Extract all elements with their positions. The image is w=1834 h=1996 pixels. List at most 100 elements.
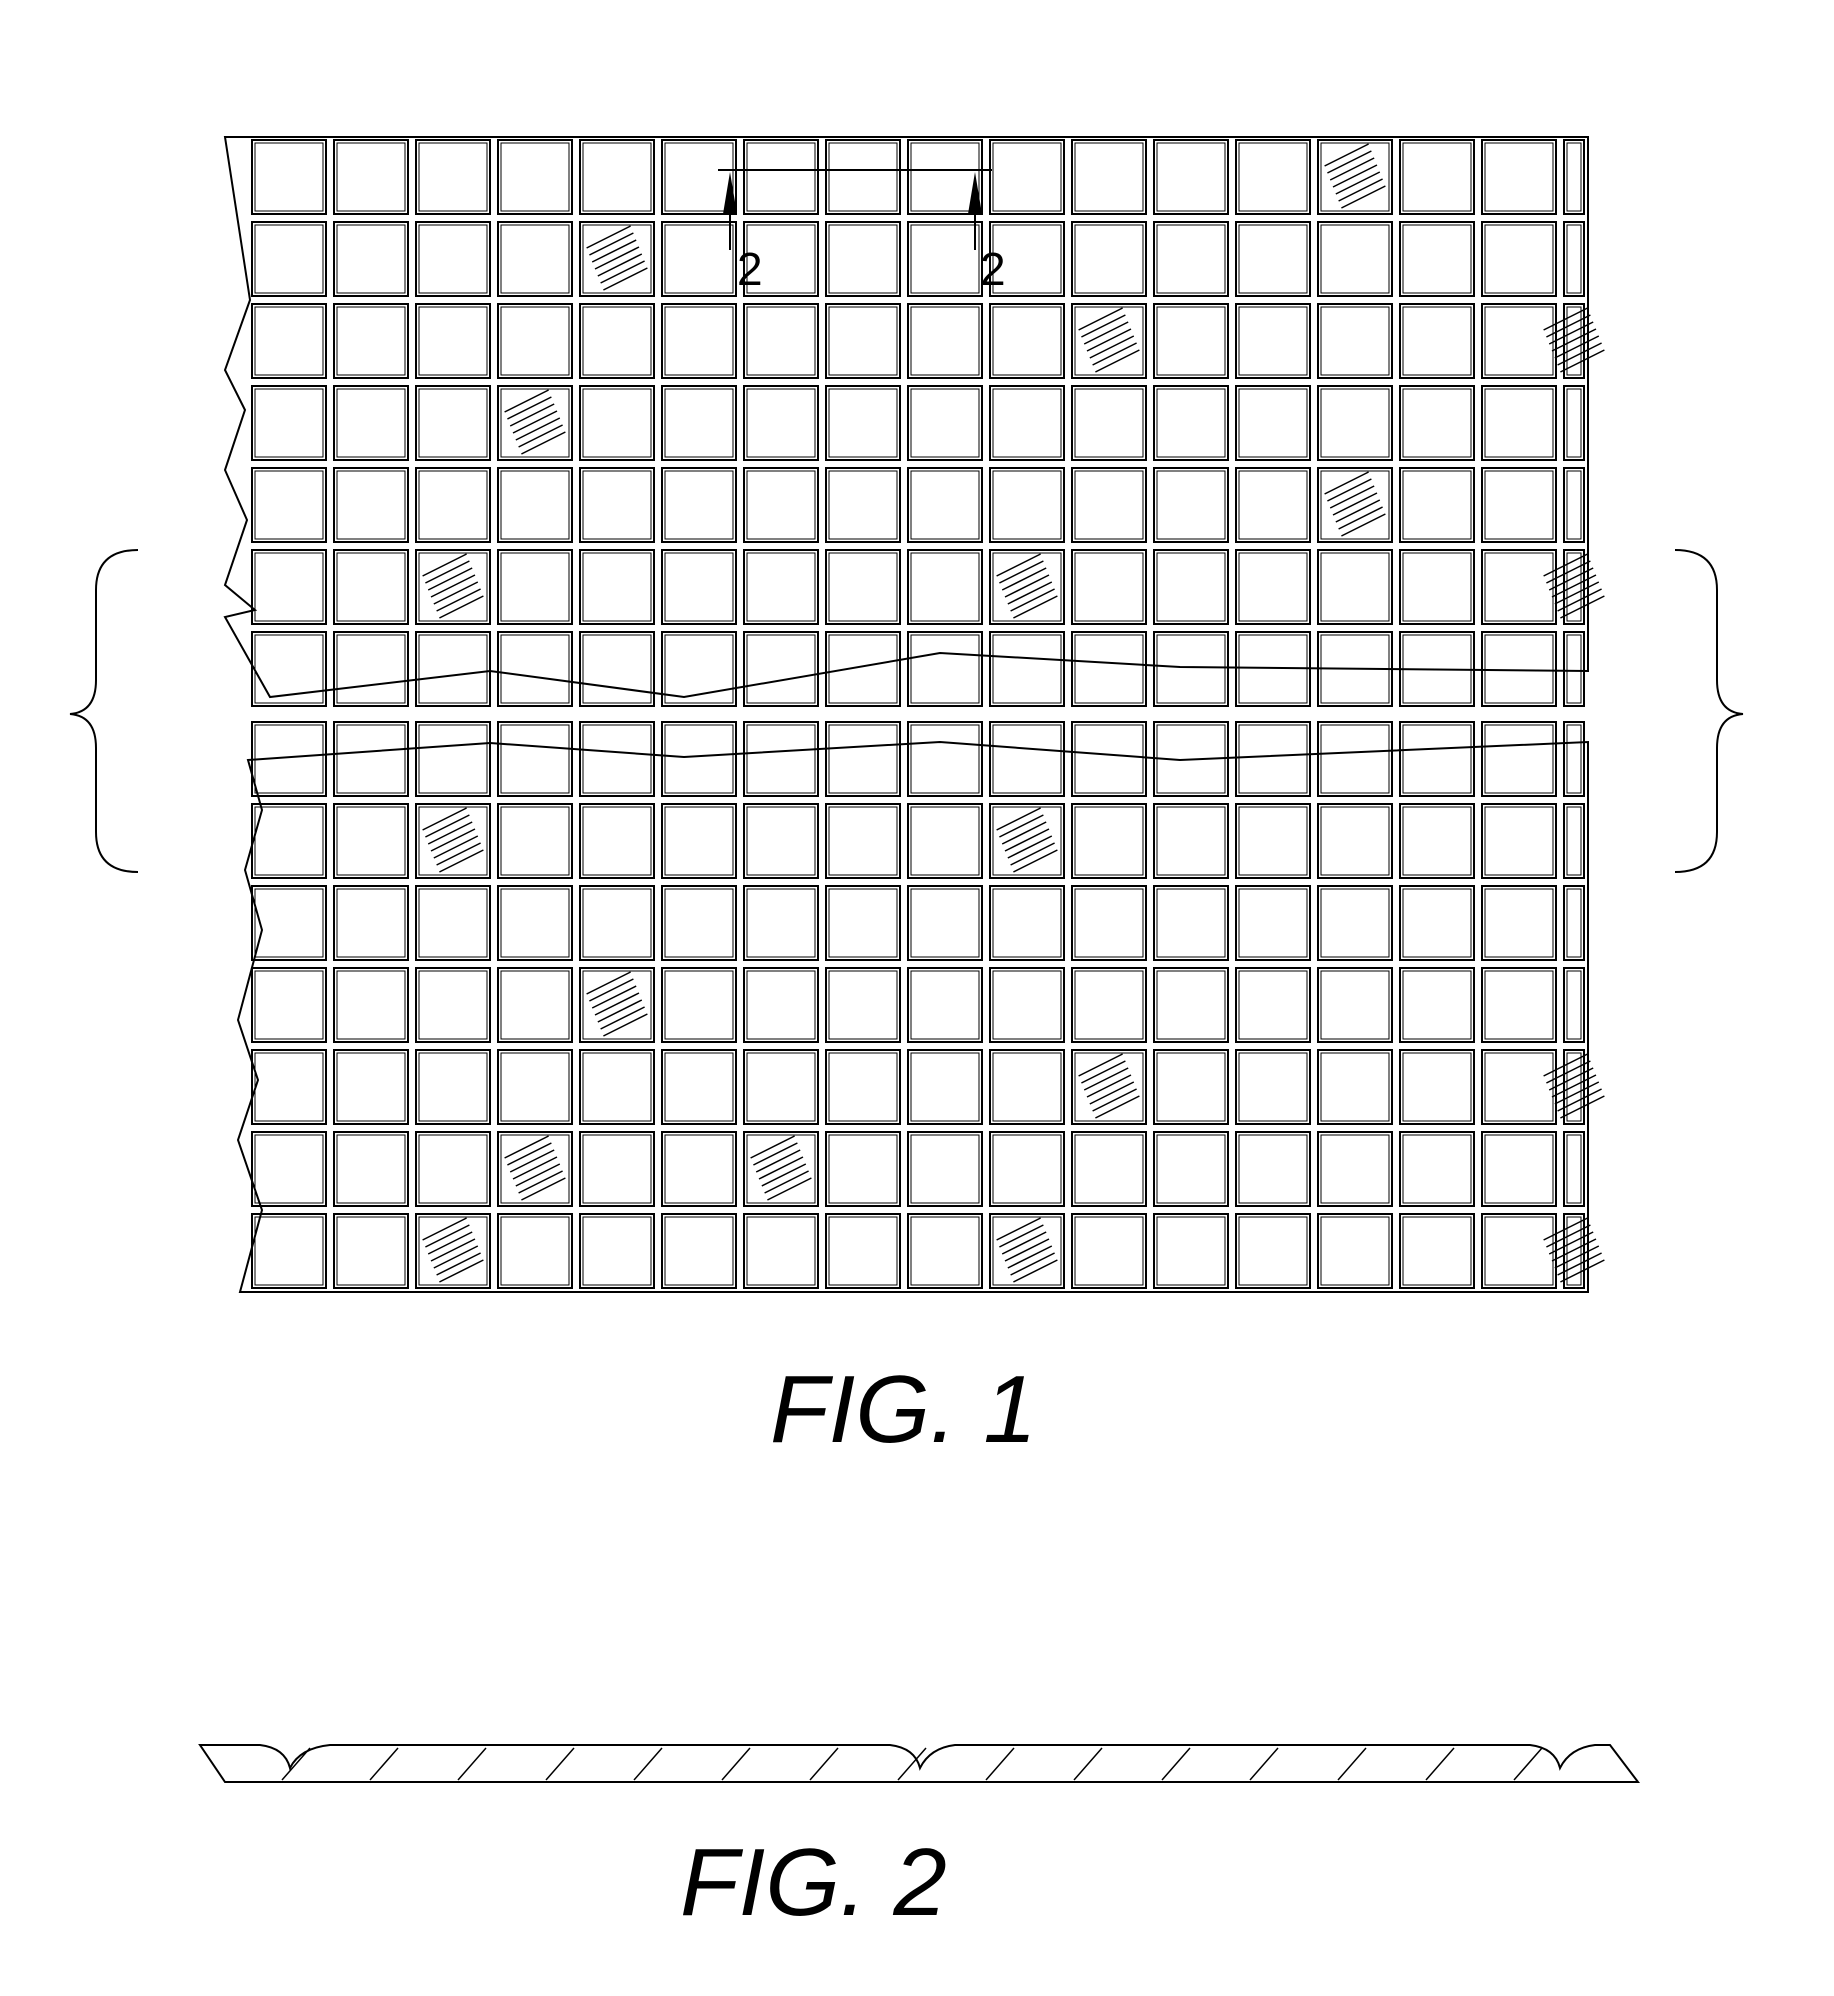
tile [1236, 550, 1310, 624]
tile-inner-edge [747, 971, 815, 1039]
tile [662, 550, 736, 624]
tile [662, 804, 736, 878]
tile [1236, 140, 1310, 214]
tile-inner-edge [419, 143, 487, 211]
tile-inner-edge [1403, 1135, 1471, 1203]
tile-inner-edge [1321, 225, 1389, 293]
tile [908, 1214, 982, 1288]
tile-inner-edge [829, 1217, 897, 1285]
shaded-tile-hatch [1079, 1054, 1140, 1118]
tile-inner-edge [1485, 807, 1553, 875]
tile [334, 550, 408, 624]
tile-inner-edge [583, 807, 651, 875]
tile-inner-edge [583, 1135, 651, 1203]
tile [580, 1050, 654, 1124]
tile [252, 386, 326, 460]
tile [662, 1132, 736, 1206]
tile-inner-edge [1239, 553, 1307, 621]
tile-inner-edge [1157, 307, 1225, 375]
tile [580, 722, 654, 796]
tile [908, 804, 982, 878]
tile [1482, 632, 1556, 706]
tile-inner-edge [419, 889, 487, 957]
tile-inner-edge [911, 471, 979, 539]
tile [1072, 386, 1146, 460]
tile-inner-edge [1157, 389, 1225, 457]
tile [580, 304, 654, 378]
tile [498, 1050, 572, 1124]
tile-inner-edge [1567, 1135, 1581, 1203]
tile [908, 304, 982, 378]
tile-inner-edge [501, 143, 569, 211]
tile [1318, 1050, 1392, 1124]
tile-inner-edge [1157, 225, 1225, 293]
tile [334, 722, 408, 796]
tile-inner-edge [911, 1217, 979, 1285]
tile-inner-edge [1239, 389, 1307, 457]
tile [826, 1050, 900, 1124]
tile-inner-edge [501, 807, 569, 875]
tile-inner-edge [1485, 725, 1553, 793]
tile-inner-edge [747, 143, 815, 211]
tile [1482, 804, 1556, 878]
tile-inner-edge [583, 725, 651, 793]
tile [334, 386, 408, 460]
tile-inner-edge [255, 471, 323, 539]
tile-inner-edge [993, 471, 1061, 539]
tile [826, 804, 900, 878]
tile [580, 1132, 654, 1206]
tile-inner-edge [829, 225, 897, 293]
tile-inner-edge [911, 889, 979, 957]
tile-inner-edge [255, 971, 323, 1039]
tile-inner-edge [1075, 225, 1143, 293]
tile [498, 1214, 572, 1288]
tile [334, 1050, 408, 1124]
tile-inner-edge [1485, 1217, 1553, 1285]
tile-inner-edge [993, 1053, 1061, 1121]
tile [1154, 804, 1228, 878]
tile [334, 968, 408, 1042]
tile-inner-edge [1075, 143, 1143, 211]
tile [416, 886, 490, 960]
tile-inner-edge [1157, 635, 1225, 703]
tile-inner-edge [501, 553, 569, 621]
tile-inner-edge [1567, 725, 1581, 793]
tile [252, 222, 326, 296]
tile [990, 968, 1064, 1042]
tile-inner-edge [747, 1053, 815, 1121]
tile-inner-edge [501, 307, 569, 375]
tile [1072, 468, 1146, 542]
tile [1318, 222, 1392, 296]
tile [1236, 386, 1310, 460]
tile-inner-edge [1485, 553, 1553, 621]
tile [252, 968, 326, 1042]
tile-inner-edge [1075, 471, 1143, 539]
tile [498, 722, 572, 796]
tile [1482, 304, 1556, 378]
tile-inner-edge [1403, 971, 1471, 1039]
tile [826, 304, 900, 378]
tile-inner-edge [419, 1053, 487, 1121]
tile [498, 632, 572, 706]
tile [498, 886, 572, 960]
tile-inner-edge [993, 307, 1061, 375]
tile [826, 550, 900, 624]
tile-inner-edge [747, 807, 815, 875]
tile [744, 804, 818, 878]
tile-inner-edge [1567, 807, 1581, 875]
tile [416, 722, 490, 796]
tile [252, 468, 326, 542]
section-hatch-line [1162, 1748, 1190, 1780]
tile-inner-edge [583, 1217, 651, 1285]
section-line-2-2: 2 2 [718, 170, 1006, 295]
tile [826, 632, 900, 706]
tile-inner-edge [829, 1053, 897, 1121]
tile-inner-edge [337, 807, 405, 875]
tile-inner-edge [1321, 307, 1389, 375]
lower-break-outline [238, 742, 1588, 1292]
section-hatch-line [458, 1748, 486, 1780]
tile [1400, 1214, 1474, 1288]
tile-inner-edge [1075, 971, 1143, 1039]
tile-inner-edge [419, 307, 487, 375]
tile [334, 1214, 408, 1288]
